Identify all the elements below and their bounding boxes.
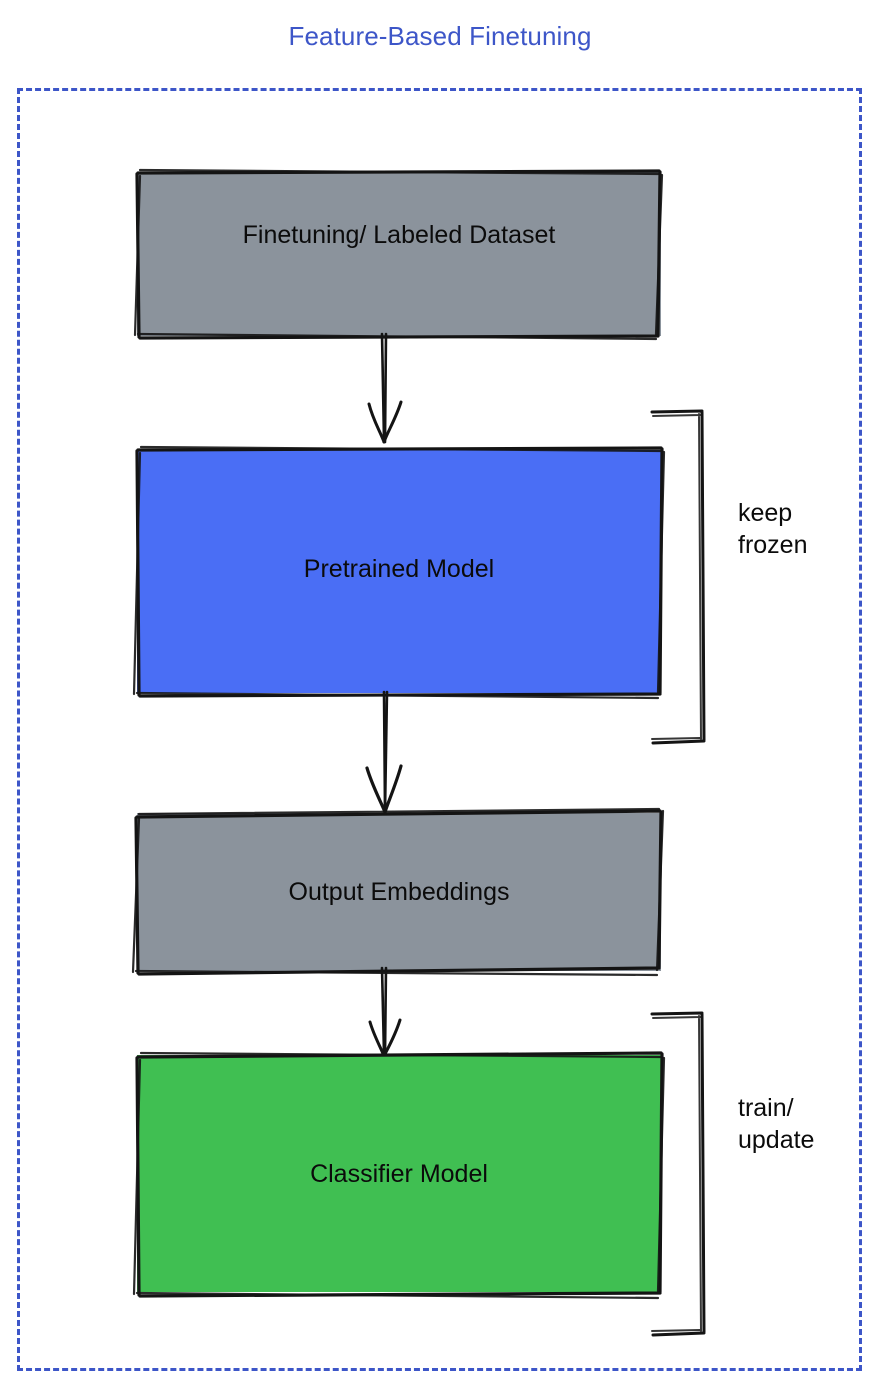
node-finetuning-labeled-dataset[interactable]: Finetuning/ Labeled Dataset <box>133 168 664 341</box>
page-title: Feature-Based Finetuning <box>288 21 592 51</box>
node-fill-dataset <box>137 172 661 336</box>
node-label-pretrained: Pretrained Model <box>303 555 495 583</box>
node-pretrained-model[interactable]: Pretrained Model <box>132 445 666 700</box>
annotation-keep-frozen: keep frozen <box>738 499 808 559</box>
node-label-classifier: Classifier Model <box>310 1160 488 1188</box>
node-output-embeddings[interactable]: Output Embeddings <box>131 807 665 977</box>
annotation-train-update: train/ update <box>738 1094 815 1154</box>
node-label-dataset: Finetuning/ Labeled Dataset <box>242 221 556 249</box>
node-label-embeddings: Output Embeddings <box>288 878 510 906</box>
node-classifier-model[interactable]: Classifier Model <box>132 1051 666 1300</box>
dashed-boundary-container <box>17 88 862 1371</box>
